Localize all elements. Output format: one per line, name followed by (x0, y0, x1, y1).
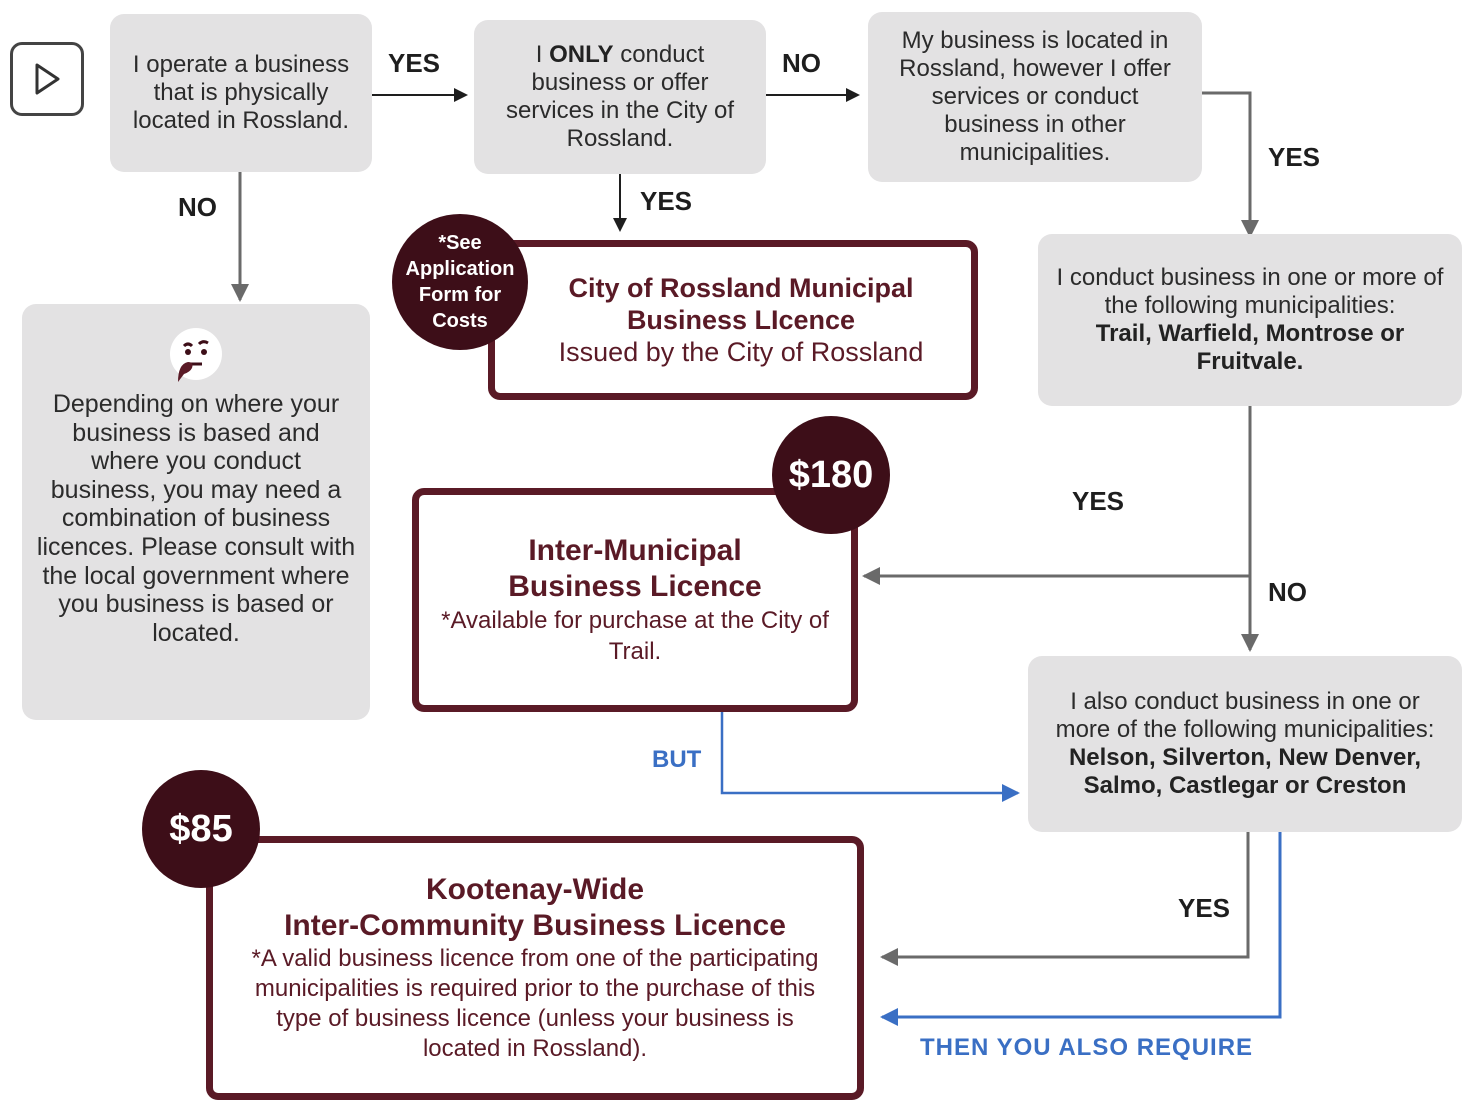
thinking-face-icon (170, 328, 222, 382)
question-located-in-rossland: I operate a business that is physically … (110, 14, 372, 172)
licence-subtitle: *Available for purchase at the City of T… (441, 607, 829, 665)
label-yes-q3: YES (1268, 142, 1321, 172)
licence-title: City of Rossland Municipal Business LIce… (568, 273, 914, 335)
kootenay-price-badge: $85 (142, 770, 260, 888)
question-kootenay-area: I also conduct business in one or more o… (1028, 656, 1462, 832)
see-application-badge: *See Application Form for Costs (392, 214, 528, 350)
arrow-q3-q4 (1202, 91, 1259, 238)
question-trail-area: I conduct business in one or more of the… (1038, 234, 1462, 406)
licence-title-line1: Kootenay-Wide (425, 873, 645, 906)
question-text: I operate a business that is physically … (132, 51, 350, 134)
label-yes-q1: YES (388, 48, 441, 78)
question-only-rossland: I ONLY conduct business or offer service… (474, 20, 766, 174)
label-no-q1: NO (178, 192, 217, 222)
licence-subtitle: Issued by the City of Rossland (558, 337, 924, 367)
inter-price-badge: $180 (772, 416, 890, 534)
licence-title: Inter-Municipal Business Licence (508, 534, 762, 603)
municipality-list: Trail, Warfield, Montrose or Fruitvale. (1095, 320, 1405, 375)
label-no-q2: NO (782, 48, 821, 78)
arrow-then-kootenay (880, 832, 1282, 1026)
kootenay-licence-box: Kootenay-Wide Inter-Community Business L… (206, 836, 864, 1100)
label-yes-q4: YES (1072, 486, 1125, 516)
licence-subtitle: *A valid business licence from one of th… (251, 945, 819, 1062)
arrow-but-q5 (720, 712, 1020, 802)
label-then-also-require: THEN YOU ALSO REQUIRE (920, 1034, 1254, 1061)
info-combination-licences: Depending on where your business is base… (22, 304, 370, 720)
label-but: BUT (652, 746, 702, 773)
start-play-button[interactable] (10, 42, 84, 116)
rossland-licence-box: City of Rossland Municipal Business LIce… (488, 240, 978, 400)
municipality-list: Nelson, Silverton, New Denver, Salmo, Ca… (1068, 744, 1422, 799)
label-no-q4: NO (1268, 577, 1307, 607)
info-text: Depending on where your business is base… (36, 390, 356, 647)
question-text: I ONLY conduct business or offer service… (505, 41, 735, 152)
question-other-municipalities: My business is located in Rossland, howe… (868, 12, 1202, 182)
inter-municipal-licence-box: Inter-Municipal Business Licence *Availa… (412, 488, 858, 712)
question-text: I conduct business in one or more of the… (1056, 264, 1444, 319)
label-yes-q2: YES (640, 186, 693, 216)
question-text: My business is located in Rossland, howe… (899, 27, 1171, 166)
label-yes-q5: YES (1178, 893, 1231, 923)
question-text: I also conduct business in one or more o… (1055, 688, 1435, 743)
arrow-q5-kootenay (880, 832, 1250, 966)
play-icon (35, 63, 60, 95)
licence-title-line2: Inter-Community Business Licence (284, 909, 786, 942)
